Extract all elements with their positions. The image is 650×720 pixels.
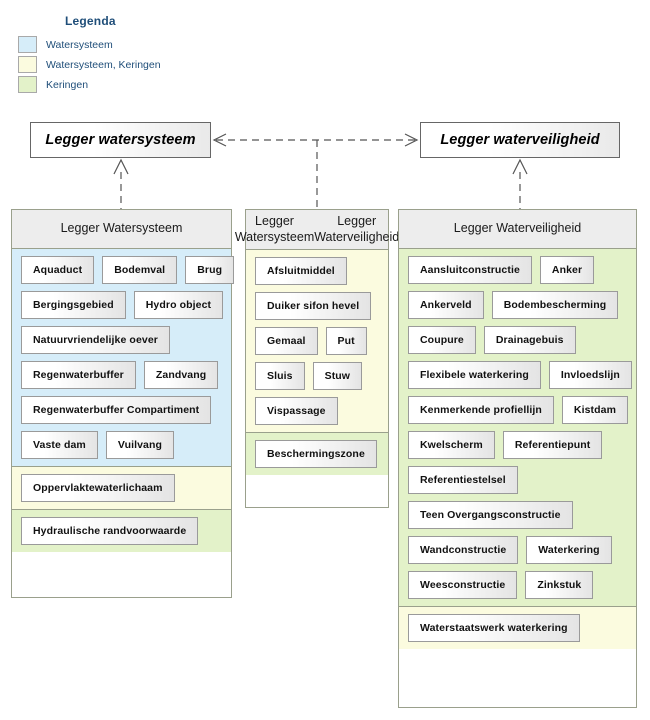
legend-item: Watersysteem <box>18 35 238 54</box>
node-box[interactable]: Ankerveld <box>408 291 484 319</box>
node-box[interactable]: Kenmerkende profiellijn <box>408 396 554 424</box>
title-box-legger-waterveiligheid[interactable]: Legger waterveiligheid <box>420 122 620 158</box>
node-box[interactable]: Beschermingszone <box>255 440 377 469</box>
node-box[interactable]: Regenwaterbuffer Compartiment <box>21 396 212 424</box>
node-box[interactable]: Zandvang <box>143 361 219 389</box>
column-header-line1: Legger Waterveiligheid <box>453 221 582 236</box>
node-row: Referentiestelsel <box>408 466 627 494</box>
legend-swatch-icon <box>18 76 37 93</box>
section-ker: Hydraulische randvoorwaarde <box>12 510 231 552</box>
node-box[interactable]: Aansluitconstructie <box>408 256 532 284</box>
column-header: Legger Watersysteem <box>12 210 231 249</box>
node-box[interactable]: Put <box>325 327 367 356</box>
node-box[interactable]: Referentiepunt <box>502 431 603 459</box>
legend-swatch-icon <box>18 56 37 73</box>
node-row: Teen Overgangsconstructie <box>408 501 627 529</box>
node-box[interactable]: Kistdam <box>561 396 629 424</box>
column-header: Legger Waterveiligheid <box>399 210 636 249</box>
node-box[interactable]: Stuw <box>312 362 363 391</box>
node-box[interactable]: Drainagebuis <box>483 326 576 354</box>
node-box[interactable]: Invloedslijn <box>548 361 632 389</box>
title-box-legger-watersysteem[interactable]: Legger watersysteem <box>30 122 211 158</box>
node-box[interactable]: Teen Overgangsconstructie <box>408 501 573 529</box>
node-box[interactable]: Bergingsgebied <box>21 291 126 319</box>
node-row: Vispassage <box>255 397 379 426</box>
node-box[interactable]: Coupure <box>408 326 476 354</box>
node-row: Natuurvriendelijke oever <box>21 326 222 354</box>
node-row: Beschermingszone <box>255 440 379 469</box>
node-box[interactable]: Flexibele waterkering <box>408 361 541 389</box>
node-box[interactable]: Gemaal <box>255 327 318 356</box>
node-box[interactable]: Bodembescherming <box>491 291 619 319</box>
legend-item: Keringen <box>18 75 238 94</box>
legend-item-label: Keringen <box>46 78 89 91</box>
node-box[interactable]: Referentiestelsel <box>408 466 518 494</box>
node-box[interactable]: Afsluitmiddel <box>255 257 347 286</box>
column-header-line2: Legger Waterveiligheid <box>314 214 400 244</box>
node-box[interactable]: Weesconstructie <box>408 571 518 599</box>
column-header-line1: Legger Watersysteem <box>234 214 315 244</box>
node-row: Regenwaterbuffer Compartiment <box>21 396 222 424</box>
node-box[interactable]: Hydraulische randvoorwaarde <box>21 517 199 545</box>
node-box[interactable]: Vispassage <box>255 397 338 426</box>
node-box[interactable]: Waterkering <box>526 536 612 564</box>
node-box[interactable]: Sluis <box>255 362 305 391</box>
node-box[interactable]: Vuilvang <box>105 431 175 459</box>
section-sys-ker: Oppervlaktewaterlichaam <box>12 467 231 510</box>
legend-item-label: Watersysteem, Keringen <box>46 58 161 71</box>
node-box[interactable]: Oppervlaktewaterlichaam <box>21 474 175 502</box>
legend-item-label: Watersysteem <box>46 38 113 51</box>
node-box[interactable]: Vaste dam <box>21 431 98 459</box>
node-box[interactable]: Wandconstructie <box>408 536 519 564</box>
node-row: Oppervlaktewaterlichaam <box>21 474 222 502</box>
node-row: Hydraulische randvoorwaarde <box>21 517 222 545</box>
node-box[interactable]: Anker <box>539 256 595 284</box>
column-header-line1: Legger Watersysteem <box>60 221 183 236</box>
node-box[interactable]: Zinkstuk <box>525 571 594 599</box>
node-box[interactable]: Kwelscherm <box>408 431 495 459</box>
node-box[interactable]: Brug <box>185 256 235 284</box>
node-box[interactable]: Waterstaatswerk waterkering <box>408 614 580 642</box>
node-box[interactable]: Hydro object <box>133 291 224 319</box>
section-ker: Beschermingszone <box>246 433 388 476</box>
node-row: Duiker sifon hevel <box>255 292 379 321</box>
node-box[interactable]: Aquaduct <box>21 256 95 284</box>
node-box[interactable]: Natuurvriendelijke oever <box>21 326 170 354</box>
legend-item: Watersysteem, Keringen <box>18 55 238 74</box>
legend-title: Legenda <box>65 14 116 28</box>
node-row: Afsluitmiddel <box>255 257 379 286</box>
node-box[interactable]: Bodemval <box>102 256 178 284</box>
node-box[interactable]: Regenwaterbuffer <box>21 361 136 389</box>
node-box[interactable]: Duiker sifon hevel <box>255 292 372 321</box>
legend-swatch-icon <box>18 36 37 53</box>
section-sys-ker: Waterstaatswerk waterkering <box>399 607 636 649</box>
node-row: Waterstaatswerk waterkering <box>408 614 627 642</box>
